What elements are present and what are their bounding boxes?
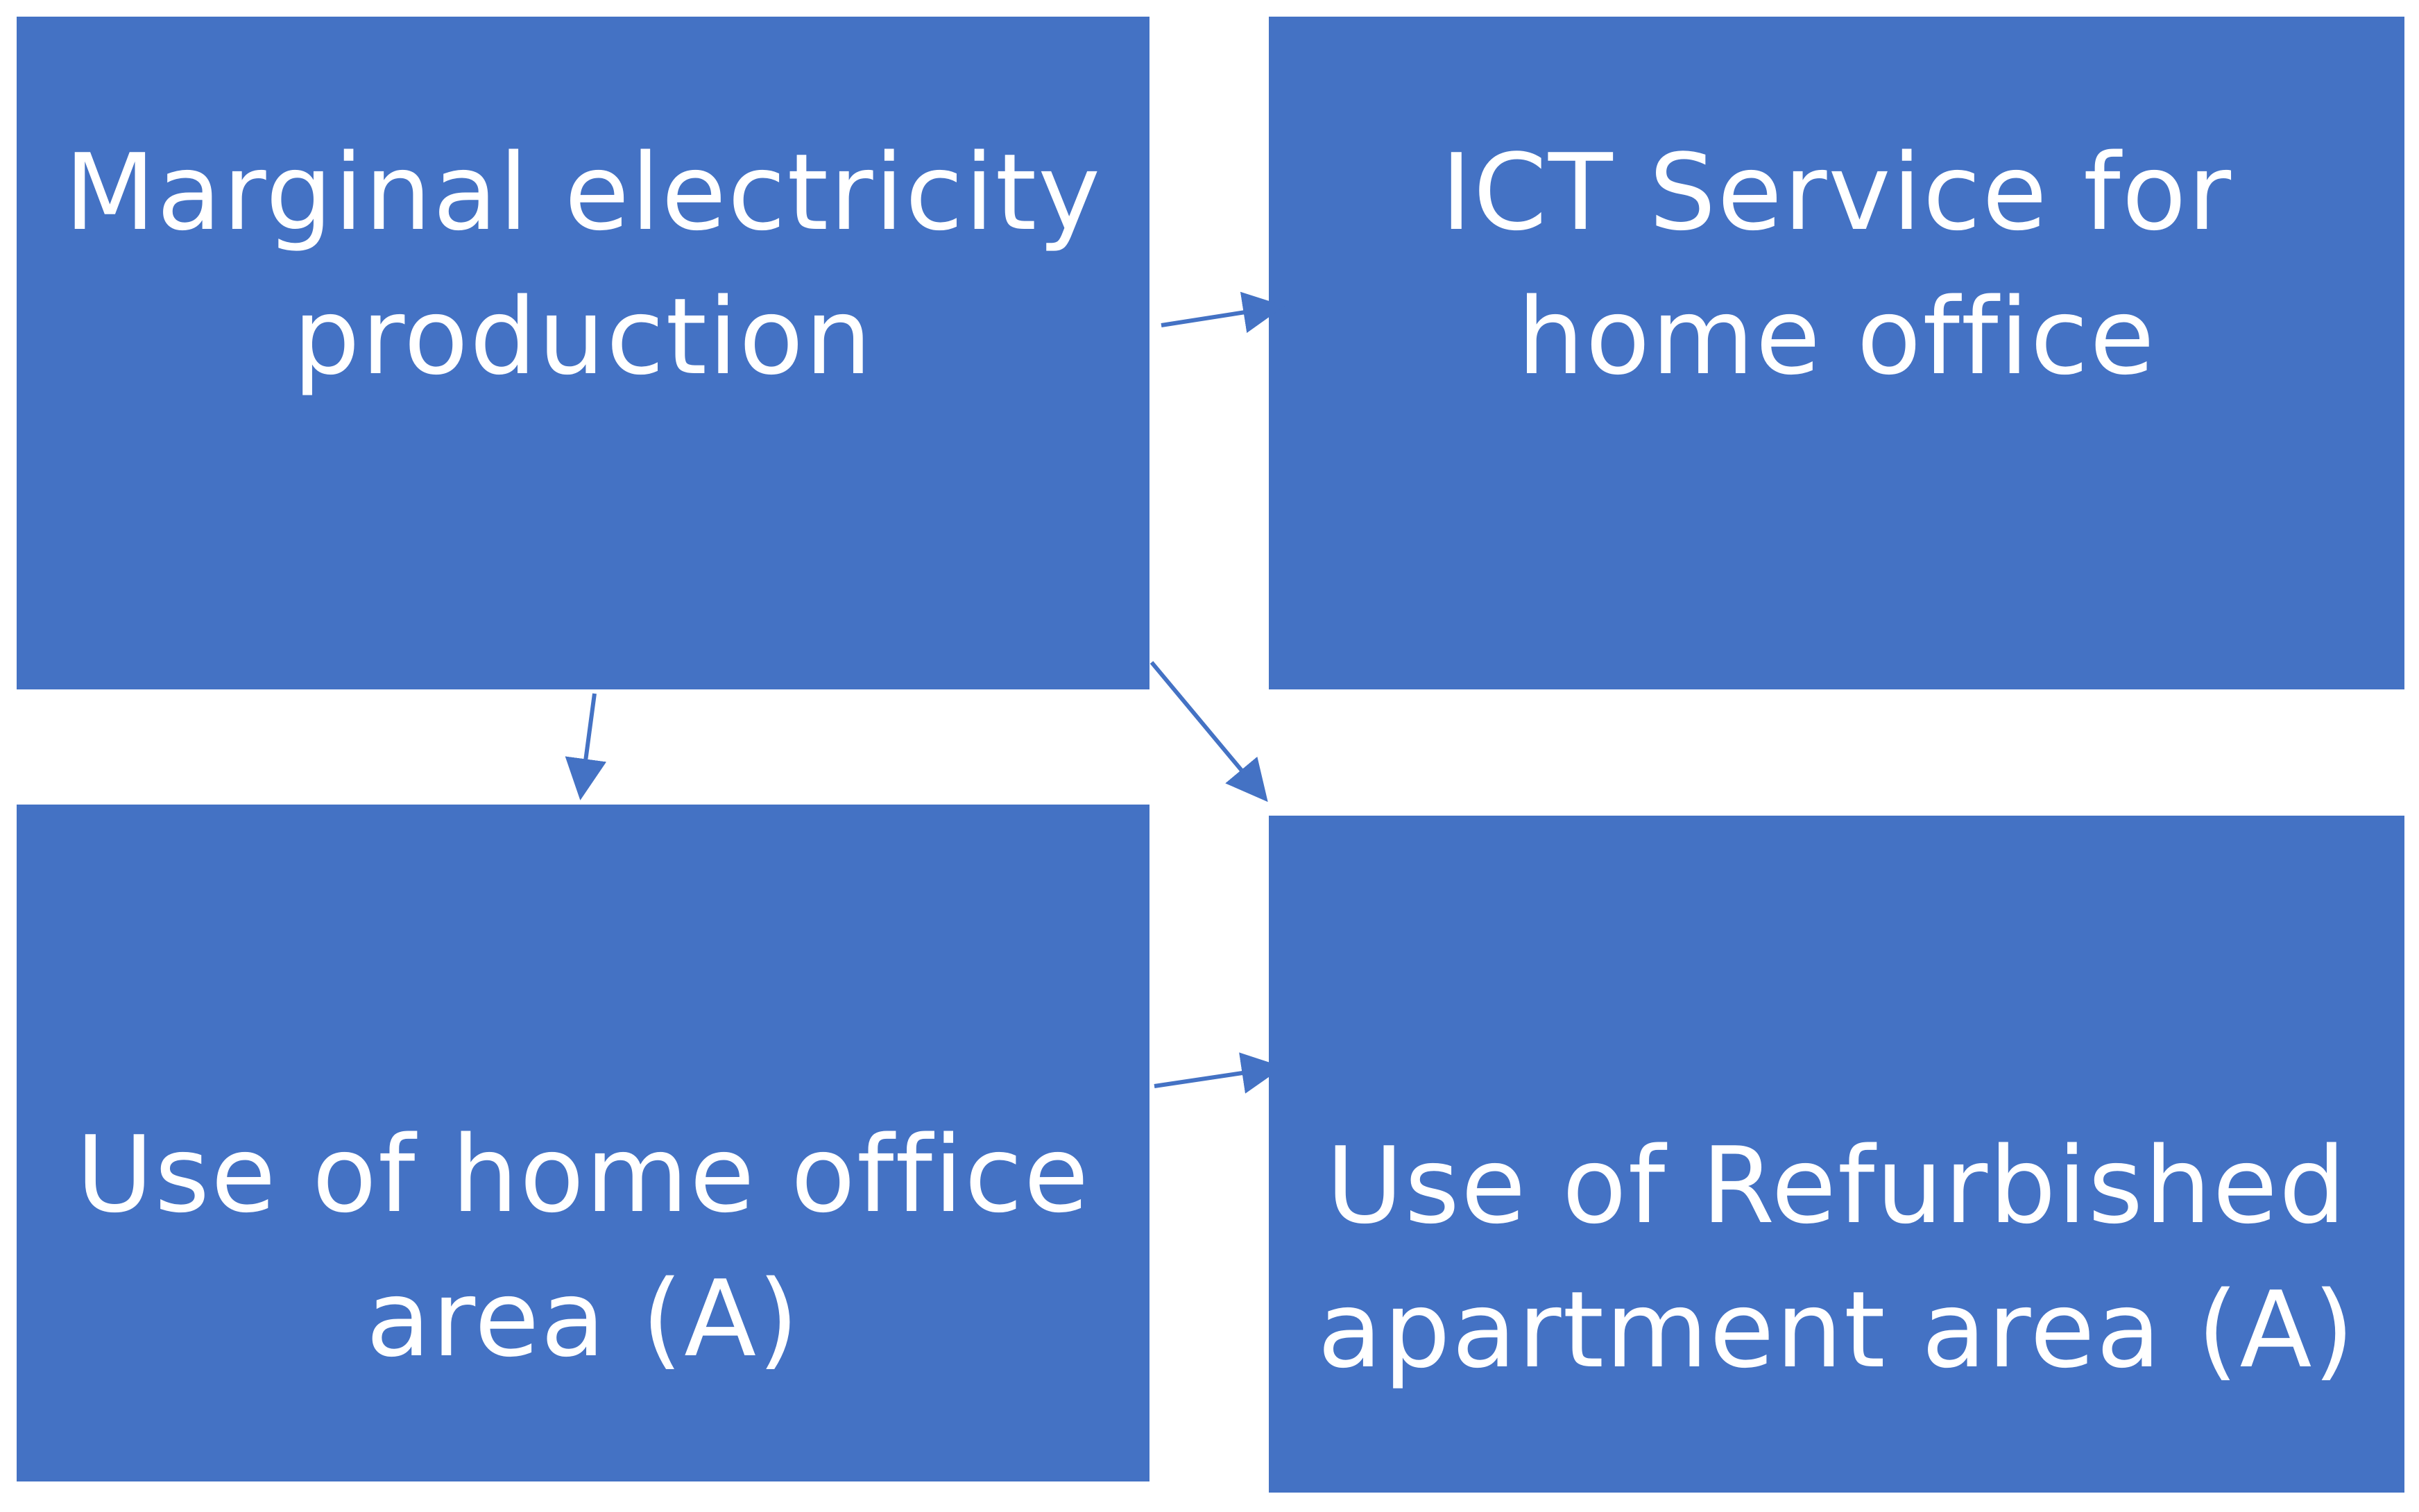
box-label-line: apartment area (A) — [1317, 1269, 2356, 1391]
arrow-electricity-to-ict — [1161, 291, 1285, 334]
box-label-line: area (A) — [366, 1257, 801, 1380]
box-use-home-office-area: Use of home office area (A) — [17, 805, 1149, 1481]
box-marginal-electricity-production: Marginal electricity production — [17, 17, 1149, 689]
box-use-refurbished-apartment-area: Use of Refurbished apartment area (A) — [1269, 816, 2404, 1493]
arrow-electricity-to-home-office — [565, 693, 607, 800]
box-label-line: production — [293, 275, 873, 398]
box-label-line: Marginal electricity — [64, 131, 1102, 254]
arrow-home-office-to-refurbished — [1154, 1052, 1283, 1094]
box-ict-service-home-office: ICT Service for home office — [1269, 17, 2404, 689]
box-label-line: home office — [1517, 275, 2156, 398]
arrow-electricity-to-refurbished — [1149, 661, 1268, 802]
box-label-line: Use of home office — [76, 1113, 1091, 1236]
box-label-line: ICT Service for — [1440, 131, 2233, 254]
box-label-line: Use of Refurbished — [1326, 1124, 2348, 1247]
